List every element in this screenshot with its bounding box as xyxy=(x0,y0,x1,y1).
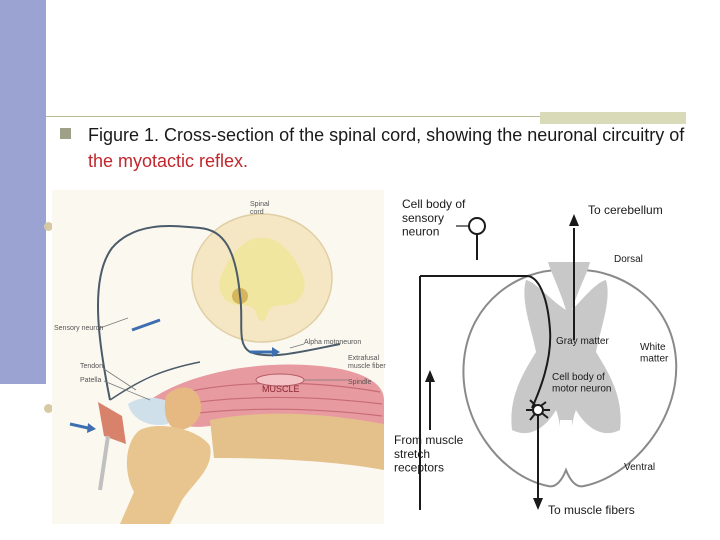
label-to-cerebellum: To cerebellum xyxy=(588,203,663,217)
sensory-branch xyxy=(109,361,201,401)
label-line: cord xyxy=(250,209,264,216)
label-muscle: MUSCLE xyxy=(262,384,300,394)
leader-line xyxy=(289,343,305,349)
label-line: Extrafusal xyxy=(348,355,380,362)
label-line: sensory xyxy=(402,211,444,225)
to-cerebellum-arrowhead-icon xyxy=(569,214,579,226)
label-spindle: Spindle xyxy=(348,379,371,386)
leader-line xyxy=(103,368,137,391)
label-gray-matter: Gray matter xyxy=(556,336,609,347)
label-ventral: Ventral xyxy=(624,462,655,473)
to-muscle-arrowhead-icon xyxy=(533,498,543,510)
label-patella: Patella xyxy=(80,377,102,384)
label-sensory-neuron: Sensory neuron xyxy=(54,325,104,332)
caption-text: Figure 1. Cross-section of the spinal co… xyxy=(88,125,685,145)
ventral-fissure xyxy=(560,420,572,450)
tibia-bone xyxy=(120,425,211,524)
figure-caption: Figure 1. Cross-section of the spinal co… xyxy=(88,122,688,174)
stretch-input-arrowhead-icon xyxy=(425,370,435,382)
label-line: White xyxy=(640,342,666,353)
label-alpha-motoneuron: Alpha motoneuron xyxy=(304,339,361,346)
hammer-handle xyxy=(98,435,110,491)
divider-accent xyxy=(540,112,686,124)
motor-cell-body-icon xyxy=(532,404,544,416)
signal-arrowhead-icon xyxy=(272,347,280,357)
bullet-square-icon xyxy=(60,128,71,139)
label-line: Spinal xyxy=(250,201,270,208)
label-tendon: Tendon xyxy=(80,363,103,370)
tap-arrowhead-icon xyxy=(87,423,96,433)
label-line: matter xyxy=(640,354,669,365)
label-line: Cell body of xyxy=(402,197,466,211)
title-divider xyxy=(46,116,686,117)
reflex-hammer-icon xyxy=(98,402,126,444)
label-line: motor neuron xyxy=(552,384,611,395)
label-line: stretch xyxy=(394,447,430,461)
patella-bone xyxy=(164,387,202,430)
label-line: Cell body of xyxy=(552,372,605,383)
femur-bone xyxy=(210,413,384,470)
label-line: neuron xyxy=(402,225,439,239)
tap-arrow-icon xyxy=(69,422,89,430)
leader-line xyxy=(103,380,151,401)
label-line: From muscle xyxy=(394,433,464,447)
decorative-dot xyxy=(44,404,53,413)
decorative-dot xyxy=(44,222,53,231)
sensory-neuron-fiber xyxy=(97,225,241,401)
sensory-cell-body-icon xyxy=(468,217,486,235)
label-to-muscle-fibers: To muscle fibers xyxy=(548,503,635,517)
slide-sidebar xyxy=(0,0,46,384)
label-line: receptors xyxy=(394,461,444,475)
signal-arrow-icon xyxy=(131,318,161,332)
label-dorsal: Dorsal xyxy=(614,254,643,265)
tendon xyxy=(128,397,170,426)
sensory-to-motor-line xyxy=(527,275,552,409)
caption-highlight: the myotactic reflex. xyxy=(88,151,249,171)
gray-matter xyxy=(511,262,621,440)
leader-line xyxy=(99,317,129,329)
label-line: muscle fiber xyxy=(348,363,386,370)
